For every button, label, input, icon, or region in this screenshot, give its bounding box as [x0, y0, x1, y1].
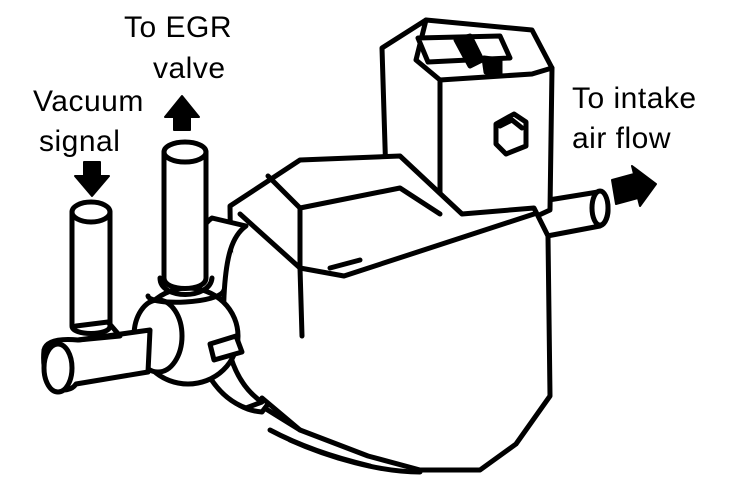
- vacuum-arrow-icon: [74, 161, 110, 197]
- egr-port: [145, 139, 227, 305]
- intake-label-line2: air flow: [572, 122, 672, 155]
- egr-label-line1: To EGR: [124, 11, 233, 44]
- vacuum-label-line2: signal: [39, 125, 121, 158]
- electrical-connector: [379, 17, 555, 229]
- intake-arrow-icon: [611, 165, 657, 207]
- egr-arrow-icon: [164, 95, 200, 131]
- vacuum-port: [41, 199, 153, 395]
- egr-label-line2: valve: [153, 52, 226, 85]
- intake-label-line1: To intake: [572, 82, 697, 115]
- vacuum-label-line1: Vacuum: [33, 85, 144, 118]
